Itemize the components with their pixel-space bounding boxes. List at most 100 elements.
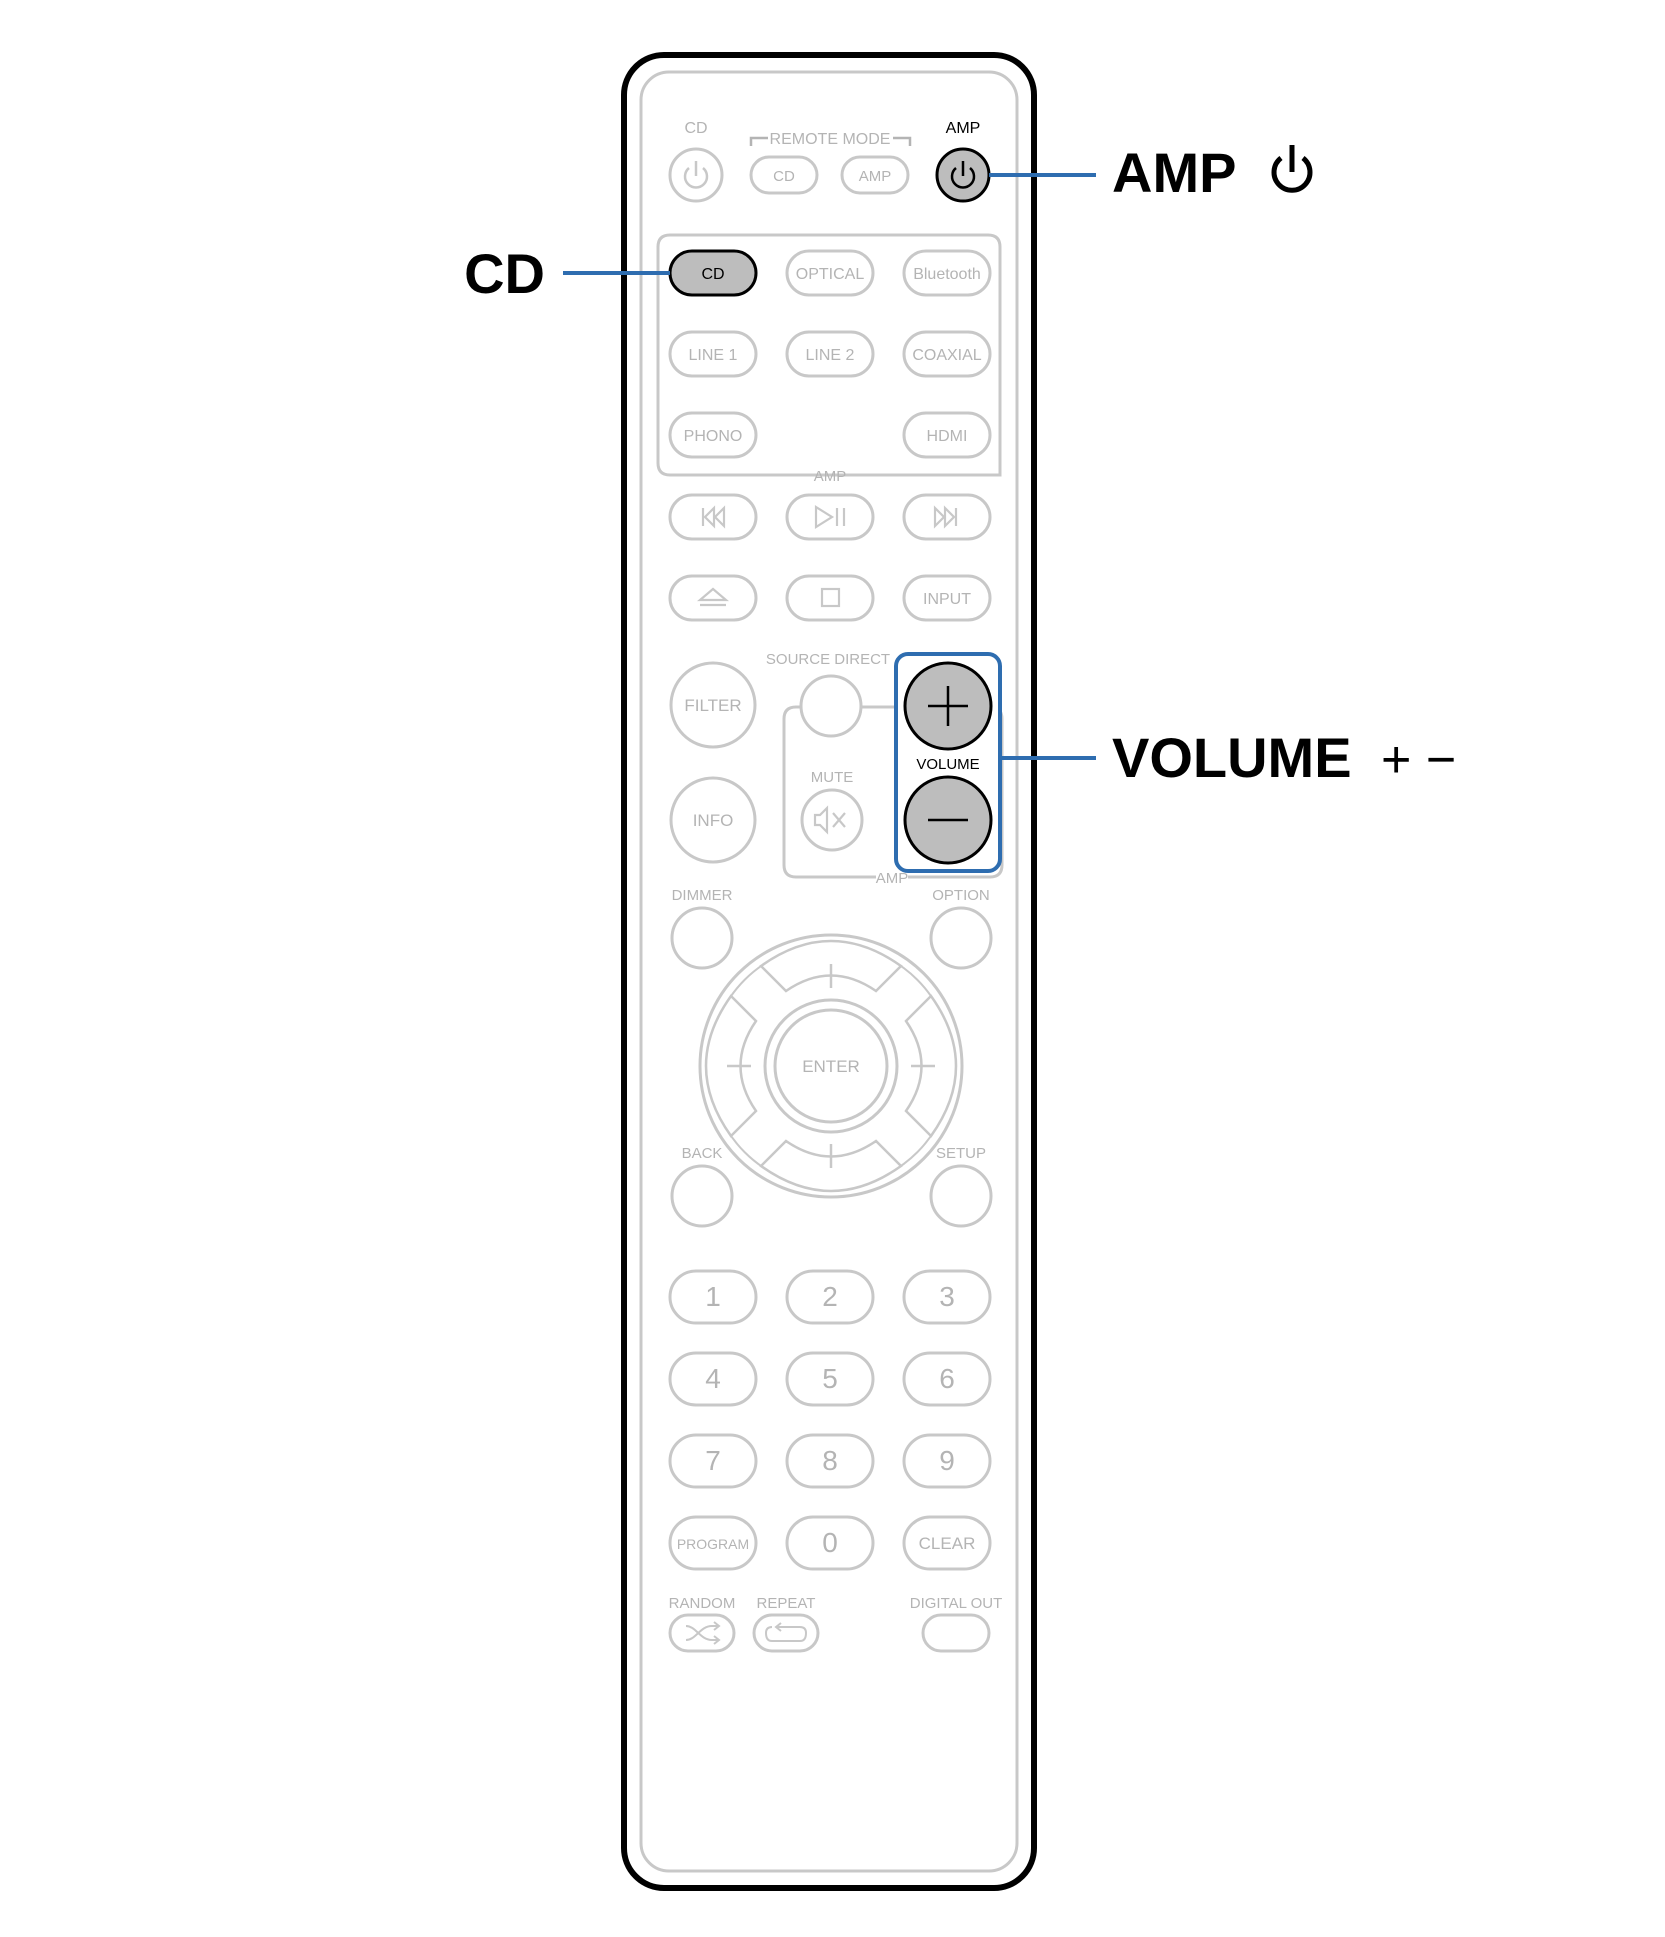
digital-out-label: DIGITAL OUT <box>910 1595 1003 1612</box>
option-label: OPTION <box>932 887 990 904</box>
cd-power-label: CD <box>684 120 707 137</box>
key-5-button[interactable]: 5 <box>785 1351 875 1407</box>
repeat-button[interactable] <box>752 1613 820 1653</box>
clear-label: CLEAR <box>919 1534 976 1553</box>
key-4-label: 4 <box>705 1363 721 1394</box>
input-line2-label: LINE 2 <box>806 347 855 364</box>
volume-callout-label: VOLUME <box>1112 726 1352 789</box>
remote-mode-amp-button[interactable]: AMP <box>840 155 910 195</box>
power-icon <box>950 161 976 189</box>
enter-button[interactable]: ENTER <box>773 1008 889 1124</box>
input-coaxial-button[interactable]: COAXIAL <box>902 330 992 378</box>
enter-label: ENTER <box>802 1057 860 1076</box>
cd-power-button[interactable] <box>668 147 724 203</box>
remote-mode-label: REMOTE MODE <box>770 131 891 148</box>
key-8-button[interactable]: 8 <box>785 1433 875 1489</box>
remote-mode-bracket <box>749 136 912 146</box>
info-label: INFO <box>693 811 734 830</box>
random-label: RANDOM <box>669 1595 736 1612</box>
cd-callout-label: CD <box>464 242 545 305</box>
skip-forward-button[interactable] <box>902 493 992 541</box>
eject-button[interactable] <box>668 574 758 622</box>
key-4-button[interactable]: 4 <box>668 1351 758 1407</box>
key-0-button[interactable]: 0 <box>785 1515 875 1571</box>
program-label: PROGRAM <box>677 1536 749 1552</box>
input-cd-button[interactable]: CD <box>668 249 758 297</box>
clear-button[interactable]: CLEAR <box>902 1515 992 1571</box>
key-2-button[interactable]: 2 <box>785 1269 875 1325</box>
repeat-label: REPEAT <box>757 1595 816 1612</box>
input-hdmi-label: HDMI <box>927 428 968 445</box>
dpad <box>698 933 964 1199</box>
key-6-label: 6 <box>939 1363 955 1394</box>
input-phono-button[interactable]: PHONO <box>668 411 758 459</box>
input-line1-label: LINE 1 <box>689 347 738 364</box>
input-group-frame <box>656 233 1002 477</box>
back-label: BACK <box>682 1145 723 1162</box>
dimmer-button[interactable] <box>670 906 734 970</box>
key-5-label: 5 <box>822 1363 838 1394</box>
key-6-button[interactable]: 6 <box>902 1351 992 1407</box>
source-direct-button[interactable] <box>799 674 863 738</box>
info-button[interactable]: INFO <box>669 776 757 864</box>
power-icon <box>683 161 709 189</box>
amp-power-callout-label: AMP <box>1112 141 1236 204</box>
program-button[interactable]: PROGRAM <box>668 1515 758 1571</box>
skip-back-button[interactable] <box>668 493 758 541</box>
shuffle-icon <box>685 1621 721 1645</box>
speaker-mute-icon <box>813 805 846 835</box>
remote-mode-cd-button[interactable]: CD <box>749 155 819 195</box>
key-3-label: 3 <box>939 1281 955 1312</box>
input-phono-label: PHONO <box>684 428 743 445</box>
input-hdmi-button[interactable]: HDMI <box>902 411 992 459</box>
key-0-label: 0 <box>822 1527 838 1558</box>
input-bluetooth-button[interactable]: Bluetooth <box>902 249 992 297</box>
input-group-label: AMP <box>814 468 847 485</box>
filter-label: FILTER <box>684 696 741 715</box>
option-button[interactable] <box>929 906 993 970</box>
input-optical-label: OPTICAL <box>796 266 865 283</box>
amp-group-label: AMP <box>876 870 909 887</box>
remote-mode-amp-label: AMP <box>859 168 892 185</box>
mute-label: MUTE <box>811 769 854 786</box>
input-line1-button[interactable]: LINE 1 <box>668 330 758 378</box>
volume-up-button[interactable] <box>903 661 993 751</box>
key-9-button[interactable]: 9 <box>902 1433 992 1489</box>
key-7-button[interactable]: 7 <box>668 1433 758 1489</box>
input-line2-button[interactable]: LINE 2 <box>785 330 875 378</box>
amp-power-label: AMP <box>946 120 981 137</box>
back-button[interactable] <box>670 1164 734 1228</box>
digital-out-button[interactable] <box>921 1613 991 1653</box>
filter-button[interactable]: FILTER <box>669 661 757 749</box>
key-1-button[interactable]: 1 <box>668 1269 758 1325</box>
mute-button[interactable] <box>800 788 864 852</box>
random-button[interactable] <box>668 1613 736 1653</box>
key-3-button[interactable]: 3 <box>902 1269 992 1325</box>
stop-icon <box>820 587 841 608</box>
power-icon <box>1271 145 1313 193</box>
plus-icon <box>928 686 968 726</box>
input-optical-button[interactable]: OPTICAL <box>785 249 875 297</box>
volume-label: VOLUME <box>916 756 979 773</box>
input-cd-label: CD <box>701 266 724 283</box>
remote-body-inner <box>639 70 1019 1873</box>
remote-mode-cd-label: CD <box>773 168 795 185</box>
volume-callout-signs: + − <box>1381 731 1456 789</box>
repeat-icon <box>764 1622 808 1642</box>
amp-power-button[interactable] <box>935 147 991 203</box>
setup-label: SETUP <box>936 1145 986 1162</box>
input-button[interactable]: INPUT <box>902 574 992 622</box>
skip-back-icon <box>701 505 726 529</box>
source-direct-label: SOURCE DIRECT <box>766 651 890 668</box>
key-9-label: 9 <box>939 1445 955 1476</box>
play-pause-button[interactable] <box>785 493 875 541</box>
stop-button[interactable] <box>785 574 875 622</box>
key-7-label: 7 <box>705 1445 721 1476</box>
input-bluetooth-label: Bluetooth <box>913 266 981 283</box>
volume-down-button[interactable] <box>903 775 993 865</box>
input-label: INPUT <box>923 591 971 608</box>
input-coaxial-label: COAXIAL <box>912 347 981 364</box>
setup-button[interactable] <box>929 1164 993 1228</box>
